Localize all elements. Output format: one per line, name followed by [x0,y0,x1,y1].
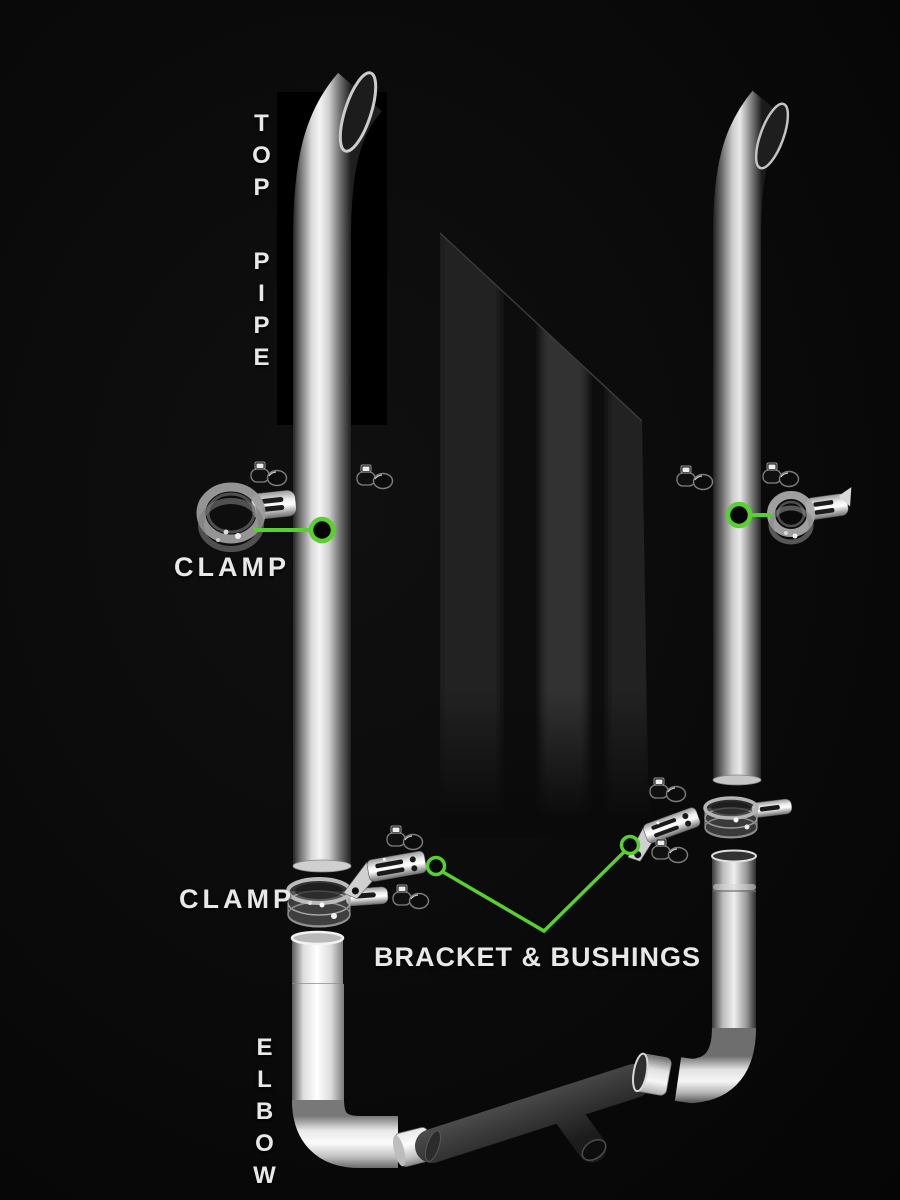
callout-circle-icon [425,855,447,877]
bushing [649,777,687,803]
callout-bracket-bushings [425,834,641,934]
callout-circle-icon [725,501,753,529]
bushing [356,464,394,490]
callout-line [442,850,626,934]
callout-clamp-upper-right [725,501,771,529]
clamp-upper-label: CLAMP [174,552,290,582]
top-pipe-label: TOP PIPE [248,110,275,376]
clamp-bracket-tab [751,798,793,818]
pipe-opening [581,1139,607,1161]
clamp-upper-right [767,487,852,545]
elbow-coupler [632,1052,672,1096]
bushing [392,884,430,910]
pipe-opening [338,71,378,153]
callout-clamp-upper-left [254,516,336,544]
panel-edge-highlight [439,232,643,422]
clamp-bracket-tab [805,487,852,520]
pipe-opening [290,930,345,946]
bracket-bushings-label: BRACKET & BUSHINGS [374,942,702,972]
callout-circle-icon [308,516,336,544]
dark-y-pipe [415,1064,651,1163]
mounting-bracket-left [343,850,427,900]
bushing [250,461,288,487]
right-elbow [632,849,757,1104]
callout-circle-icon [619,834,641,856]
cab-panel [439,232,649,838]
pipe-opening [754,102,790,170]
pipe-opening [711,849,757,863]
clamp-lower-label: CLAMP [179,884,295,914]
left-top-pipe [292,71,383,873]
right-top-pipe [712,90,790,786]
bushing [386,825,424,851]
bushing [651,838,689,864]
clamp-lower-left [286,877,389,928]
bushing [762,462,800,488]
clamp-lower-right [703,796,793,839]
bushing [676,465,714,491]
clamp-upper-left [196,482,297,552]
left-elbow [290,930,434,1168]
elbow-label: ELBOW [251,1034,278,1194]
